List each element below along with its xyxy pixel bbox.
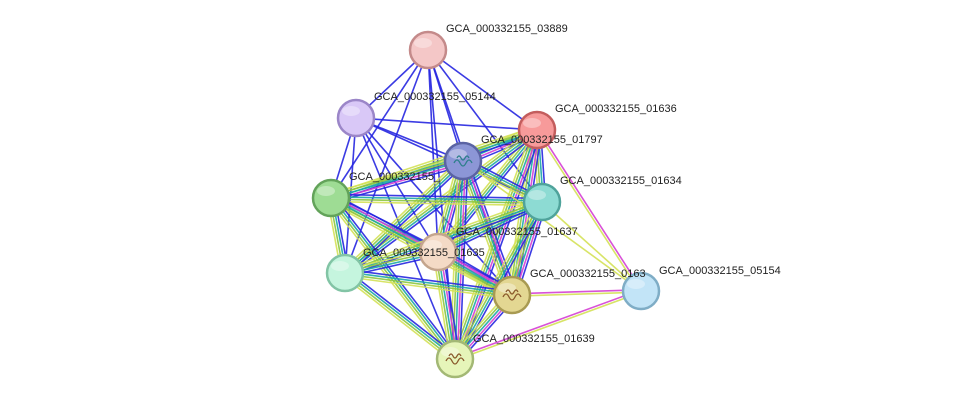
protein-structure-icon [502, 289, 522, 301]
node-highlight [331, 261, 349, 271]
node-circle-01639[interactable] [435, 339, 475, 379]
node-circle-01634[interactable] [522, 182, 562, 222]
node-01636[interactable] [517, 110, 557, 150]
edge-0163x-05154-magenta[interactable] [511, 289, 641, 295]
edge-01797-node_a-yellow[interactable] [329, 155, 462, 195]
edge-01797-01635-teal[interactable] [345, 161, 465, 275]
edge-01636-05154-magenta[interactable] [537, 128, 643, 291]
edge-node_a-01639-green[interactable] [329, 198, 455, 361]
node-circle-01797[interactable] [443, 141, 483, 181]
edge-01797-node_a-green[interactable] [330, 157, 463, 197]
edge-01635-0163x-blue[interactable] [345, 268, 513, 293]
node-circle-05154[interactable] [621, 271, 661, 311]
node-highlight [414, 38, 432, 48]
node-label-03889: GCA_000332155_03889 [446, 23, 568, 35]
node-label-01635: GCA_000332155_01635 [363, 247, 485, 259]
node-circle-05144[interactable] [336, 98, 376, 138]
edge-01797-01639-blue[interactable] [458, 161, 469, 360]
edge-0163x-05154-yellow[interactable] [512, 291, 642, 297]
edge-node_a-01634-green[interactable] [330, 198, 542, 204]
node-label-05154: GCA_000332155_05154 [659, 265, 781, 277]
edge-01635-0163x-yellow[interactable] [344, 275, 512, 300]
protein-structure-icon [445, 353, 465, 365]
node-highlight [627, 279, 645, 289]
edge-01639-05154-magenta[interactable] [454, 289, 641, 359]
edge-01636-01639-yellow[interactable] [449, 128, 534, 358]
edge-01634-01639-green[interactable] [453, 201, 542, 359]
edge-01635-01639-green[interactable] [343, 273, 455, 361]
node-01637[interactable] [418, 232, 458, 272]
nodes-layer [311, 30, 661, 379]
edge-05144-01636-blue[interactable] [355, 117, 538, 131]
node-03889[interactable] [408, 30, 448, 70]
node-01639[interactable] [435, 339, 475, 379]
edge-03889-01636-blue[interactable] [427, 49, 538, 131]
edge-01635-01639-yellow[interactable] [342, 275, 454, 363]
node-node_a[interactable] [311, 178, 351, 218]
node-label-01636: GCA_000332155_01636 [555, 103, 677, 115]
node-label-01637: GCA_000332155_01637 [456, 226, 578, 238]
node-label-0163x: GCA_000332155_0163 [530, 268, 646, 280]
edge-01635-01639-teal[interactable] [345, 271, 457, 359]
node-circle-01636[interactable] [517, 110, 557, 150]
node-01797[interactable] [443, 141, 483, 181]
edge-01797-node_a-teal[interactable] [330, 160, 464, 199]
edge-01639-05154-yellow[interactable] [455, 291, 642, 361]
node-highlight [523, 118, 541, 128]
edge-03889-node_a-blue[interactable] [330, 49, 429, 199]
node-highlight [449, 149, 467, 159]
edge-node_a-01634-teal[interactable] [331, 196, 543, 202]
edge-01797-01635-yellow[interactable] [341, 157, 462, 271]
node-label-01634: GCA_000332155_01634 [560, 175, 682, 187]
edge-01635-0163x-teal[interactable] [345, 271, 513, 295]
edge-01634-05154-yellow[interactable] [541, 201, 642, 292]
edge-01635-01639-blue[interactable] [346, 269, 458, 357]
node-circle-0163x[interactable] [492, 275, 532, 315]
node-highlight [342, 106, 360, 116]
node-label-05144: GCA_000332155_05144 [374, 91, 496, 103]
protein-structure-icon [453, 155, 473, 167]
edge-03889-01637-blue[interactable] [427, 49, 439, 253]
node-highlight [441, 347, 459, 357]
edge-01797-0163x-magenta[interactable] [464, 159, 516, 295]
node-highlight [528, 190, 546, 200]
node-circle-01637[interactable] [418, 232, 458, 272]
edge-01635-0163x-green[interactable] [344, 273, 512, 297]
node-05154[interactable] [621, 271, 661, 311]
node-circle-node_a[interactable] [311, 178, 351, 218]
node-highlight [424, 240, 442, 250]
node-0163x[interactable] [492, 275, 532, 315]
node-highlight [498, 283, 516, 293]
edge-01797-05154-yellow[interactable] [462, 160, 642, 292]
labels-layer: GCA_000332155_03889GCA_000332155_05144GC… [349, 23, 781, 345]
node-circle-03889[interactable] [408, 30, 448, 70]
edge-01797-01635-blue[interactable] [346, 163, 467, 277]
node-label-01797: GCA_000332155_01797 [481, 134, 603, 146]
edge-01636-01637-green[interactable] [436, 128, 537, 252]
edge-01797-01635-green[interactable] [343, 159, 463, 273]
edge-01797-01639-teal[interactable] [454, 160, 464, 360]
node-01634[interactable] [522, 182, 562, 222]
node-label-01639: GCA_000332155_01639 [473, 333, 595, 345]
edge-01636-01635-teal[interactable] [345, 130, 539, 275]
edge-03889-01639-blue[interactable] [427, 49, 456, 360]
node-highlight [317, 186, 335, 196]
node-circle-01635[interactable] [325, 253, 365, 293]
node-01635[interactable] [325, 253, 365, 293]
edge-node_a-01634-yellow[interactable] [330, 200, 542, 207]
edge-01636-05154-yellow[interactable] [535, 130, 641, 293]
node-label-node_a: GCA_000332155_ [349, 171, 441, 183]
node-05144[interactable] [336, 98, 376, 138]
edge-01634-01637-blue[interactable] [439, 204, 544, 256]
edge-01634-01639-yellow[interactable] [451, 199, 540, 358]
edge-node_a-01634-blue[interactable] [331, 193, 543, 200]
